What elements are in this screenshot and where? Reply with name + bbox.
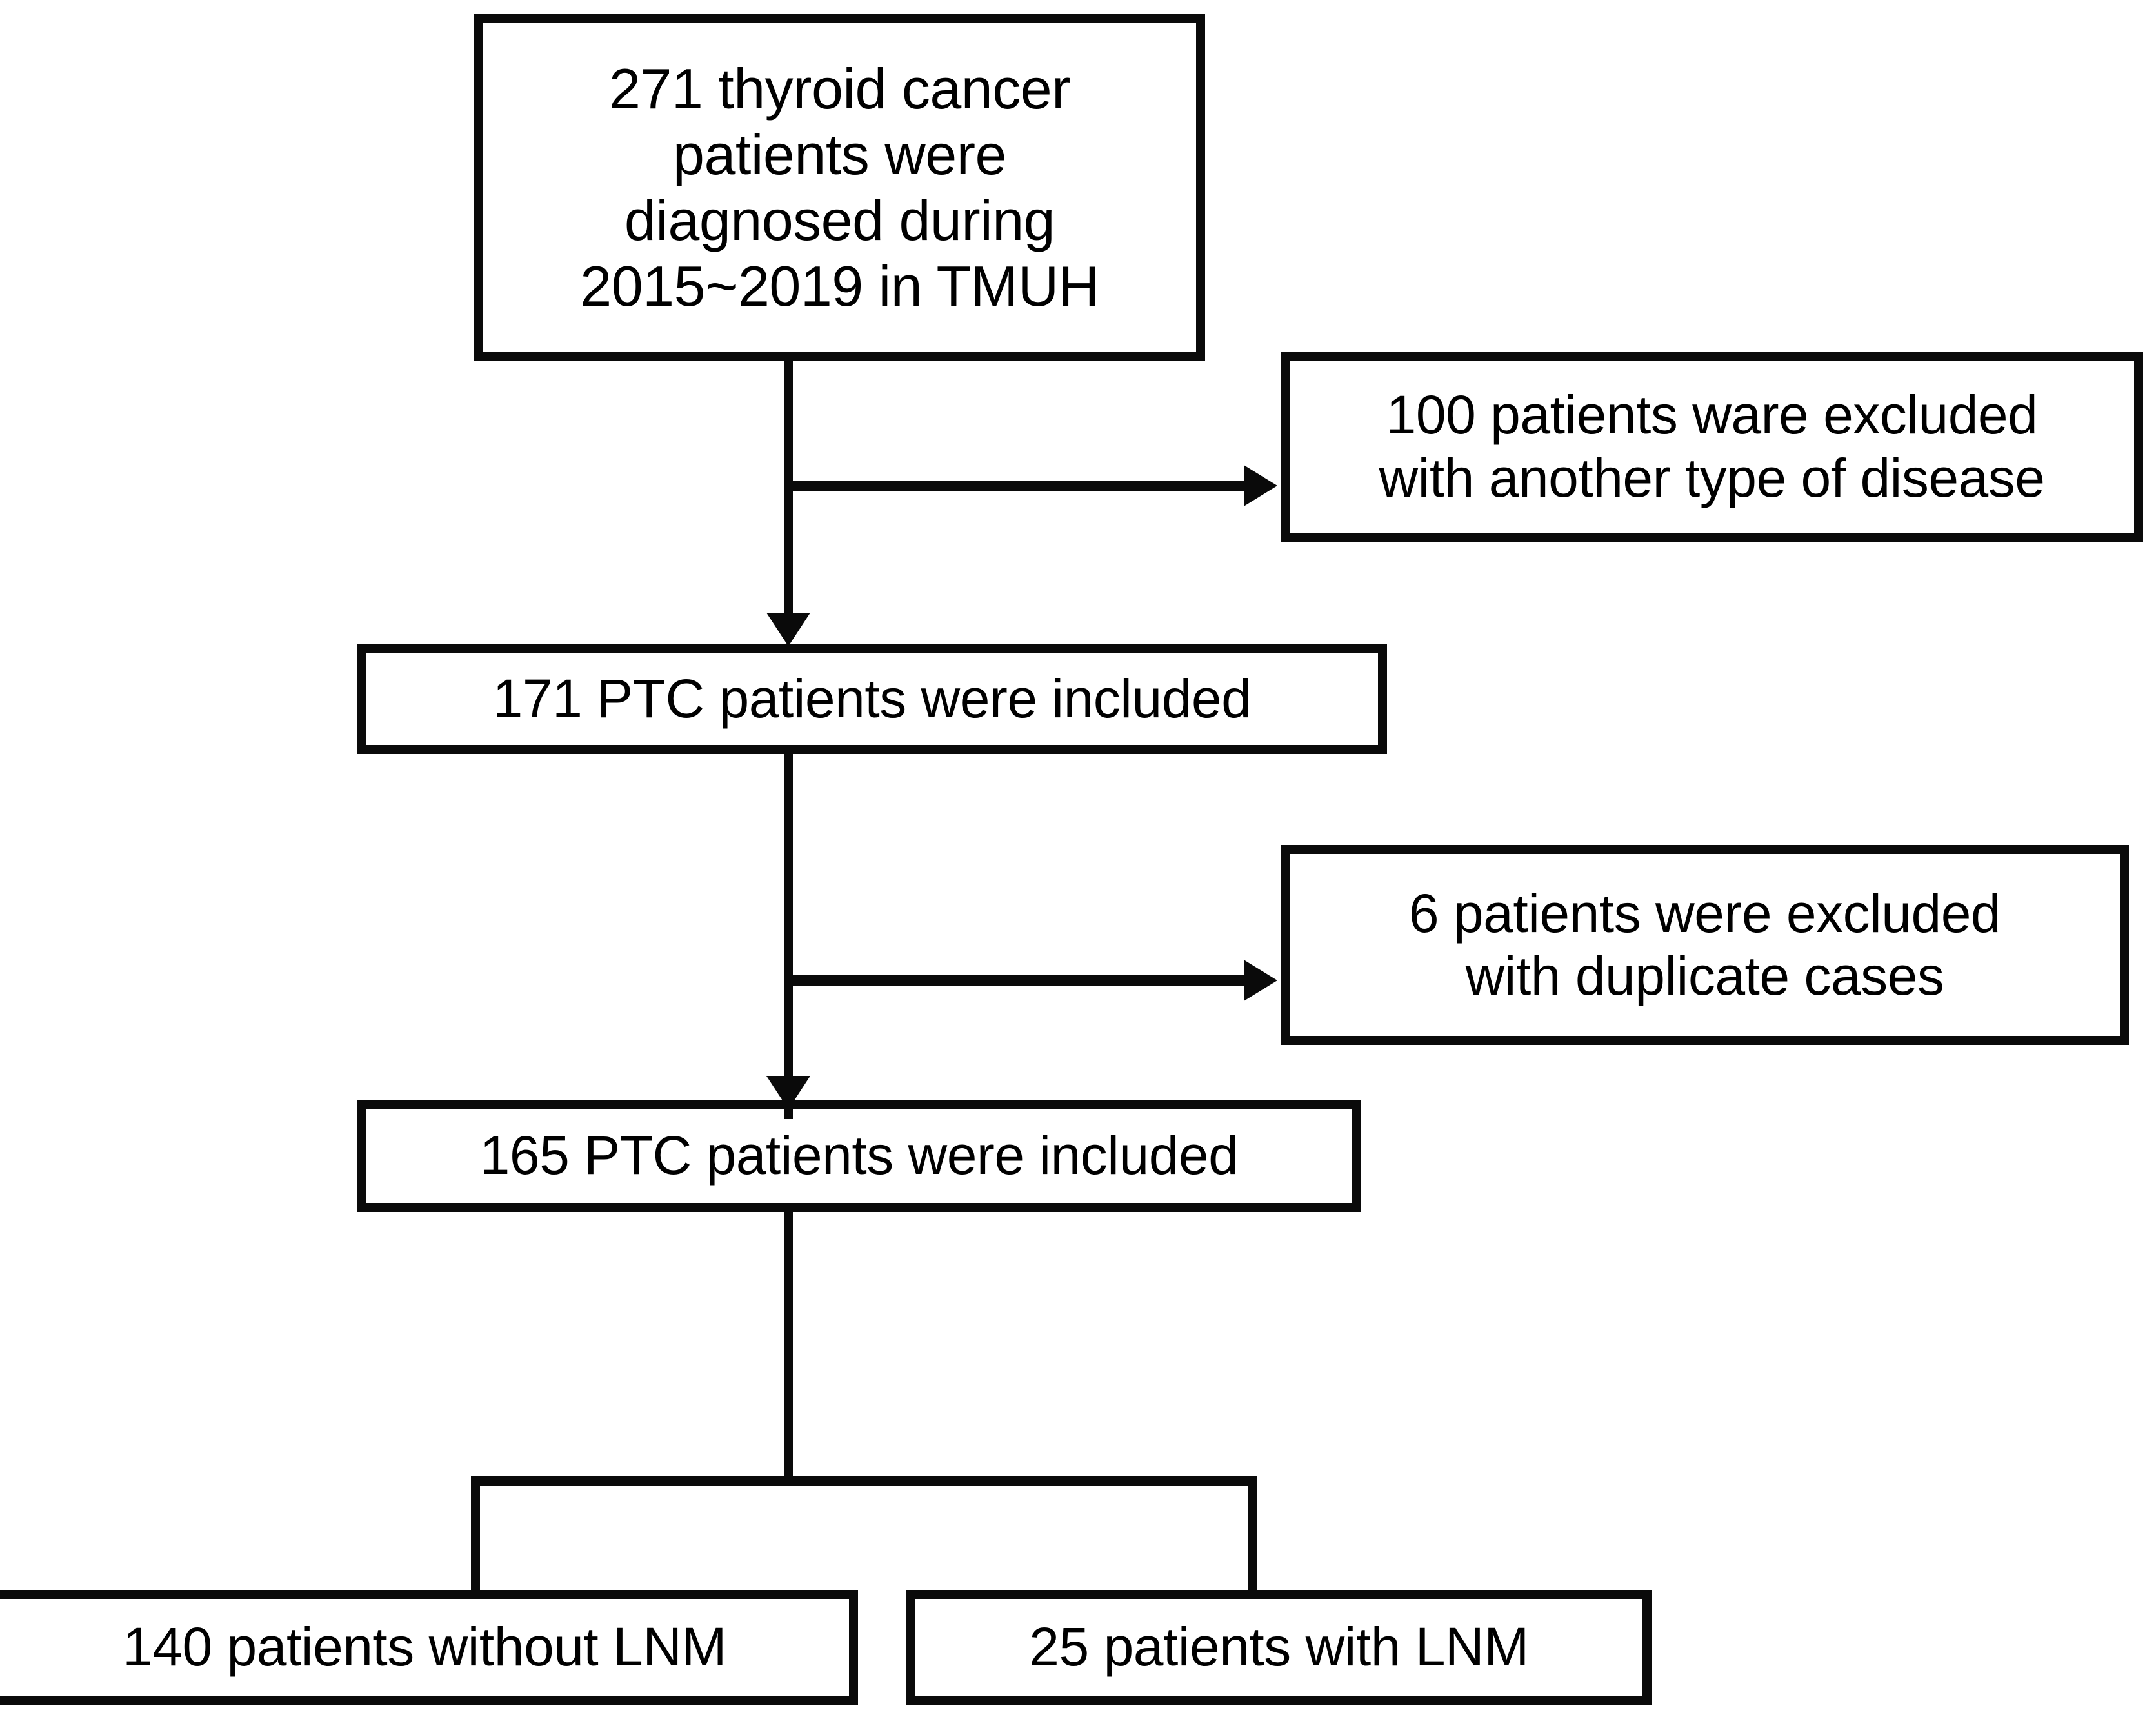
node-group-with-lnm-label: 25 patients with LNM [1029,1616,1529,1678]
connector-165-to-split-stem [784,1209,793,1484]
node-source-cohort: 271 thyroid cancer patients were diagnos… [474,14,1205,361]
node-included-171: 171 PTC patients were included [357,644,1387,754]
arrow-down-icon-171-to-165 [766,1076,810,1109]
node-included-165-label: 165 PTC patients were included [479,1125,1239,1186]
node-included-165: 165 PTC patients were included [357,1100,1361,1212]
node-group-without-lnm: 140 patients without LNM [0,1590,858,1705]
connector-branch-to-exclusion-duplicate [788,975,1246,986]
node-exclusion-duplicate-cases: 6 patients were excluded with duplicate … [1281,845,2129,1045]
connector-branch-to-exclusion-disease [788,481,1246,491]
node-exclusion-other-disease: 100 patients ware excluded with another … [1281,352,2143,542]
node-group-without-lnm-label: 140 patients without LNM [123,1616,726,1678]
arrow-right-icon-to-exclusion-duplicate [1244,960,1277,1001]
arrow-down-icon-cohort-to-171 [766,613,810,646]
node-exclusion-duplicate-cases-label: 6 patients were excluded with duplicate … [1408,882,2001,1006]
node-group-with-lnm: 25 patients with LNM [906,1590,1652,1705]
connector-split-to-without-lnm [471,1476,480,1595]
connector-split-bar [471,1476,1257,1486]
connector-split-to-with-lnm [1248,1476,1257,1595]
arrow-right-icon-to-exclusion-disease [1244,465,1277,506]
node-exclusion-other-disease-label: 100 patients ware excluded with another … [1379,384,2045,508]
node-included-171-label: 171 PTC patients were included [492,668,1252,729]
node-source-cohort-label: 271 thyroid cancer patients were diagnos… [580,56,1099,319]
connector-171-to-165-stem [784,751,793,1119]
